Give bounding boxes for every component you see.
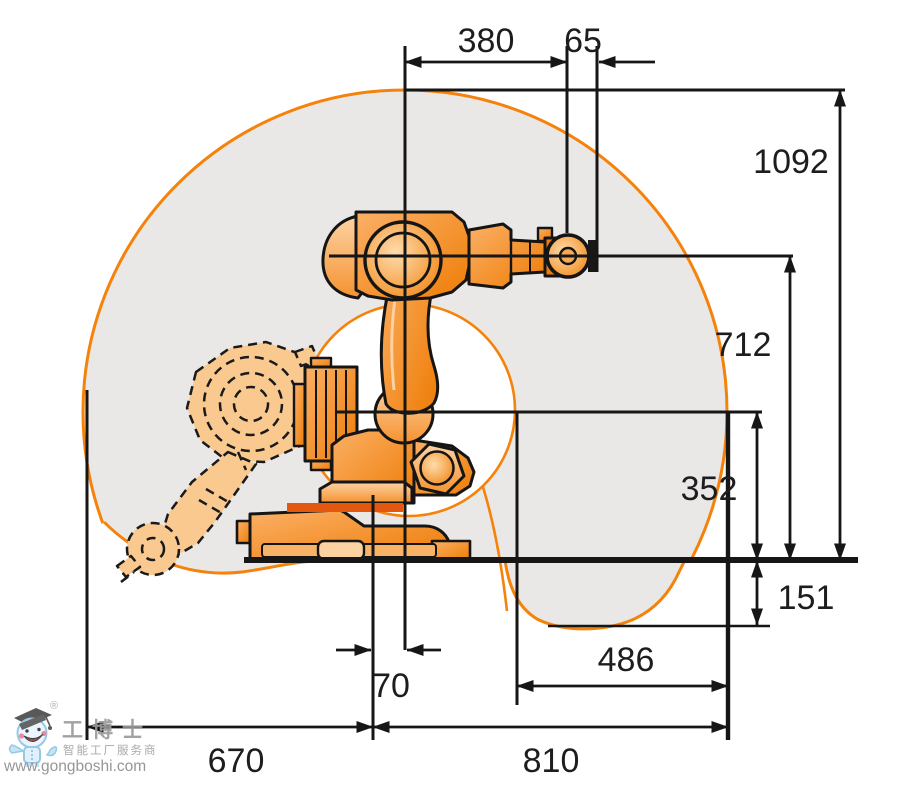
- dim-label-352: 352: [681, 470, 738, 508]
- phantom-wrist-circle-inner: [140, 536, 166, 562]
- phantom-forearm-seam-2: [198, 498, 224, 516]
- website-url: www.gongboshi.com: [4, 758, 147, 775]
- dim-label-65: 65: [564, 22, 602, 60]
- wrist-sweep-arc: [481, 486, 509, 612]
- phantom-tool-flange: [115, 554, 142, 579]
- work-envelope: [42, 88, 866, 741]
- phantom-elbow-circle-inner: [232, 385, 270, 423]
- dim-label-810: 810: [523, 742, 580, 780]
- axis-motor-circle: [419, 450, 455, 486]
- phantom-forearm-seam-3: [236, 451, 248, 471]
- phantom-forearm-seam-1: [205, 487, 231, 505]
- phantom-wrist-circle: [125, 521, 181, 577]
- brand-name: 工博士: [62, 719, 152, 742]
- phantom-elbow-circle-mid: [218, 371, 284, 437]
- dim-label-670: 670: [208, 742, 265, 780]
- watermark-logo: ® 工博士 智能工厂服务商 www.gongboshi.com: [4, 697, 160, 783]
- registered-mark: ®: [50, 700, 59, 712]
- robot-phantom-pose: [115, 340, 320, 583]
- dim-label-486: 486: [598, 641, 655, 679]
- brand-tagline: 智能工厂服务商: [63, 745, 158, 757]
- dim-label-70: 70: [372, 667, 410, 705]
- phantom-flange-tick: [120, 571, 135, 583]
- elbow-joint-circle-inner: [374, 231, 432, 289]
- envelope-lower-left-cut: [42, 522, 314, 738]
- dimension-labels: 380 65 1092 712 352 151 486 70 670 810: [208, 22, 835, 780]
- dim-label-712: 712: [715, 326, 772, 364]
- robot-column-flange: [318, 480, 414, 505]
- base-front-bump: [316, 539, 366, 561]
- robot-solid-pose: [235, 210, 598, 562]
- dim-label-1092: 1092: [753, 143, 829, 181]
- mascot-icon: [8, 708, 58, 767]
- dim-label-151: 151: [778, 579, 835, 617]
- dimension-lines: [86, 56, 846, 733]
- base-rotation-seam: [287, 503, 403, 512]
- dim-label-380: 380: [458, 22, 515, 60]
